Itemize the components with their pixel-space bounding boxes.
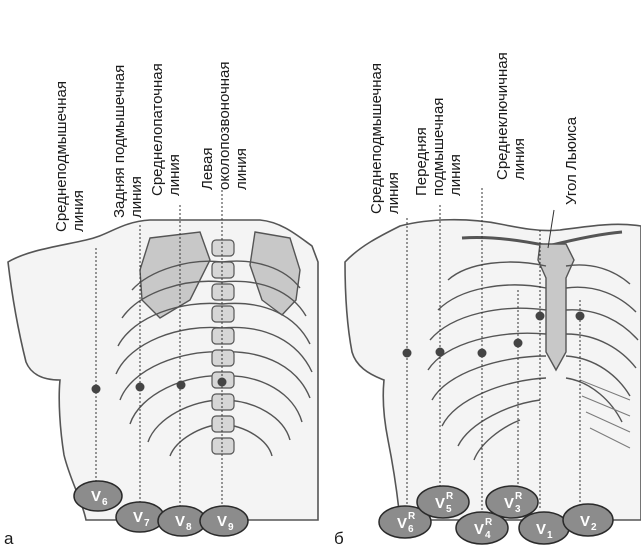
electrode-v2: V 2 (563, 504, 613, 536)
label-b-mid-clavicular: Среднеключичная линия (494, 48, 528, 180)
electrode-v6-label: V (91, 488, 101, 505)
electrode-v6r-label: V (397, 515, 407, 532)
electrode-v4r-label: V (474, 521, 484, 538)
dot-v3r (514, 339, 523, 348)
dot-v5r (436, 348, 445, 357)
dot-v2 (576, 312, 585, 321)
dot-v1 (536, 312, 545, 321)
dot-v4r (478, 349, 487, 358)
electrode-v2-sub: 2 (591, 522, 597, 533)
dot-v7 (136, 383, 145, 392)
electrode-v6-sub: 6 (102, 497, 108, 508)
electrode-v8: V 8 (158, 506, 206, 536)
label-b-anterior-axillary: Передняя подмышечная линия (413, 93, 464, 196)
electrode-v3r-label: V (504, 495, 514, 512)
electrode-v6r-sup: R (408, 511, 416, 522)
label-a-mid-scapular: Среднелопаточная линия (149, 59, 183, 196)
electrode-v6: V 6 (74, 481, 122, 511)
panel-b: Среднеподмышечная линия Передняя подмыше… (334, 48, 641, 548)
label-a-posterior-axillary: Задняя подмышечная линия (111, 61, 145, 218)
electrode-v2-label: V (580, 513, 590, 530)
electrode-v9-sub: 9 (228, 522, 234, 533)
electrode-v7-sub: 7 (144, 518, 150, 529)
electrode-v5r-sup: R (446, 491, 454, 502)
electrode-v5r-sub: 5 (446, 504, 452, 515)
electrode-v4r-sup: R (485, 517, 493, 528)
dot-v9 (218, 378, 227, 387)
dot-v6 (92, 385, 101, 394)
electrode-v1-sub: 1 (547, 530, 553, 541)
electrode-v5r: V 5 R (417, 486, 469, 518)
electrode-v8-sub: 8 (186, 522, 192, 533)
electrode-v4r-sub: 4 (485, 530, 491, 541)
label-b-lewis-angle: Угол Льюиса (563, 116, 580, 205)
dot-v8 (177, 381, 186, 390)
electrode-v3r-sup: R (515, 491, 523, 502)
electrode-v1-label: V (536, 521, 546, 538)
electrode-v6r-sub: 6 (408, 524, 414, 535)
electrode-v8-label: V (175, 513, 185, 530)
panel-a: Среднеподмышечная линия Задняя подмышечн… (4, 57, 318, 548)
electrode-v9: V 9 (200, 506, 248, 536)
panel-b-letter: б (334, 529, 344, 548)
electrode-v7: V 7 (116, 502, 164, 532)
chest-outline (345, 220, 641, 520)
electrode-v7-label: V (133, 509, 143, 526)
electrode-v3r-sub: 3 (515, 504, 521, 515)
electrode-v9-label: V (217, 513, 227, 530)
label-b-mid-axillary: Среднеподмышечная линия (368, 59, 402, 214)
panel-a-letter: а (4, 529, 14, 548)
electrode-v1: V 1 (519, 512, 569, 544)
electrode-v3r: V 3 R (486, 486, 538, 518)
label-a-mid-axillary: Среднеподмышечная линия (53, 77, 87, 232)
electrode-v5r-label: V (435, 495, 445, 512)
label-a-left-paravertebral: Левая околопозвоночная линия (199, 57, 250, 190)
dot-v6r (403, 349, 412, 358)
